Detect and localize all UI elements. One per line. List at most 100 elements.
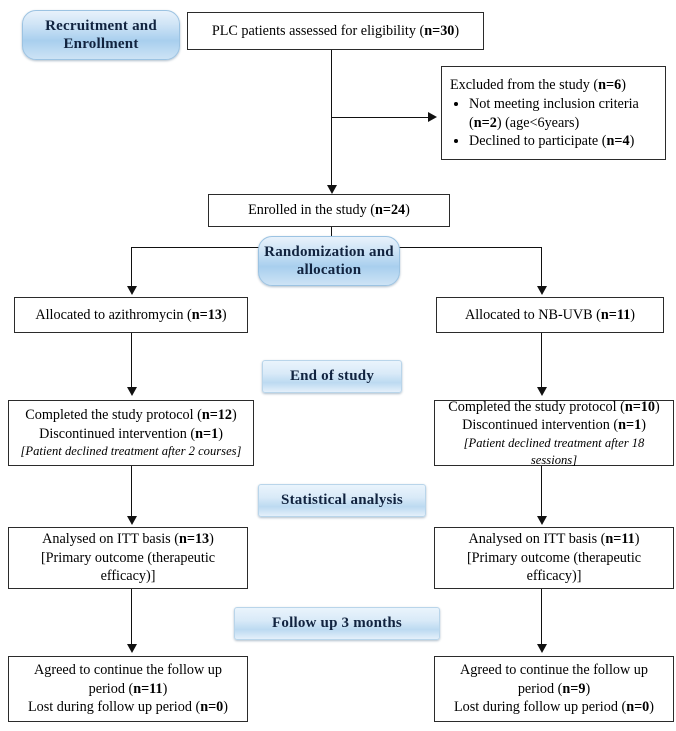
stage-randomization-allocation: Randomization and allocation [258,236,400,286]
enrolled-text-a: Enrolled in the study ( [248,202,375,219]
arrowhead-assessed-to-enrolled [327,185,337,194]
arrowhead-analysed-right-to-followup [537,644,547,653]
excluded-content: Excluded from the study (n=6) Not meetin… [450,76,657,151]
completed-right-note: [Patient declined treatment after 18 ses… [463,436,645,467]
connector-analysed-left-to-followup [131,589,132,646]
excluded-reason1-a: Not meeting inclusion criteria ( [469,96,639,131]
alloc-right-text-b: ) [630,306,636,323]
node-analysed-right: Analysed on ITT basis (n=11) [Primary ou… [434,527,674,589]
stage-follow-up-label: Follow up 3 months [272,615,402,632]
analysed-left-outcome: [Primary outcome (therapeutic efficacy)] [40,549,216,585]
node-followup-right: Agreed to continue the follow up period … [434,656,674,722]
assessed-text-a: PLC patients assessed for eligibility ( [211,22,425,39]
stage-end-of-study-label: End of study [289,368,375,385]
followup-left-lost-count: n=0 [200,699,224,716]
assessed-text-b: ) [454,22,460,39]
followup-right-line2-b: ) [649,699,654,716]
excluded-reason1-count: n=2 [473,114,497,131]
followup-left-line2: Lost during follow up period (n=0) [15,698,241,717]
connector-analysed-right-to-followup [541,589,542,646]
connector-split-right [541,247,542,290]
completed-left-discontinued-count: n=1 [195,425,219,442]
followup-right-count: n=9 [562,680,586,697]
analysed-right-outcome: [Primary outcome (therapeutic efficacy)] [466,549,642,585]
excluded-heading-b: ) [621,76,626,93]
stage-recruitment-label: Recruitment and Enrollment [45,17,157,52]
stage-recruitment-enrollment: Recruitment and Enrollment [22,10,180,60]
analysed-left-count: n=13 [178,530,210,547]
followup-right-line2: Lost during follow up period (n=0) [441,698,667,717]
alloc-left-count: n=13 [191,306,222,323]
stage-statistical-analysis-label: Statistical analysis [281,492,403,509]
assessed-count: n=30 [424,22,455,39]
alloc-left-text-a: Allocated to azithromycin ( [35,306,192,323]
connector-assessed-to-enrolled [331,50,332,187]
connector-split-left [131,247,132,290]
node-excluded: Excluded from the study (n=6) Not meetin… [441,66,666,160]
analysed-left-line1-b: ) [209,530,214,547]
connector-alloc-right-to-completed [541,333,542,389]
followup-right-line1-b: ) [585,680,591,697]
stage-follow-up: Follow up 3 months [234,607,440,640]
excluded-heading: Excluded from the study (n=6) [450,76,657,94]
analysed-right-line1-b: ) [634,530,640,547]
excluded-reason-item: Not meeting inclusion criteria (n=2) (ag… [469,95,657,132]
node-allocated-nbuvb: Allocated to NB-UVB (n=11) [436,297,664,333]
completed-right-line2-a: Discontinued intervention ( [462,417,619,434]
node-enrolled: Enrolled in the study (n=24) [208,194,450,227]
completed-right-line1-a: Completed the study protocol ( [448,398,625,415]
arrowhead-split-right [537,286,547,295]
completed-left-line1-b: ) [231,406,237,423]
completed-left-line2-b: ) [218,425,223,442]
followup-left-line2-a: Lost during follow up period ( [27,699,201,716]
node-assessed-for-eligibility: PLC patients assessed for eligibility (n… [187,12,484,50]
alloc-right-text: Allocated to NB-UVB (n=11) [443,306,657,325]
completed-right-line2-b: ) [641,417,646,434]
analysed-right-line1-a: Analysed on ITT basis ( [468,530,606,547]
enrolled-count: n=24 [374,202,406,219]
arrowhead-alloc-left-to-completed [127,387,137,396]
arrowhead-completed-right-to-analysed [537,516,547,525]
completed-left-line1: Completed the study protocol (n=12) [15,406,247,425]
excluded-reason2-b: ) [629,132,635,149]
excluded-reason2-a: Declined to participate ( [469,132,607,149]
followup-right-line1: Agreed to continue the follow up period … [441,661,667,698]
followup-right-line1-a: Agreed to continue the follow up period … [460,661,648,697]
assessed-text: PLC patients assessed for eligibility (n… [194,22,477,41]
followup-left-line1: Agreed to continue the follow up period … [15,661,241,698]
completed-right-line1: Completed the study protocol (n=10) [441,398,667,417]
alloc-right-count: n=11 [600,306,631,323]
analysed-right-line1: Analysed on ITT basis (n=11) [441,530,667,549]
completed-right-line1-b: ) [654,398,660,415]
excluded-reason1-b: ) (age<6years) [496,114,580,131]
completed-right-count: n=10 [624,398,655,415]
followup-left-line2-b: ) [223,699,228,716]
node-completed-left: Completed the study protocol (n=12) Disc… [8,400,254,466]
completed-left-line1-a: Completed the study protocol ( [25,406,202,423]
followup-right-line2-a: Lost during follow up period ( [453,699,627,716]
followup-right-lost-count: n=0 [626,699,650,716]
node-allocated-azithromycin: Allocated to azithromycin (n=13) [14,297,248,333]
connector-to-excluded [332,117,428,118]
arrowhead-analysed-left-to-followup [127,644,137,653]
alloc-left-text-b: ) [221,306,227,323]
enrolled-text: Enrolled in the study (n=24) [215,201,443,220]
connector-completed-left-to-analysed [131,466,132,518]
analysed-right-count: n=11 [605,530,635,547]
alloc-left-text: Allocated to azithromycin (n=13) [21,306,241,325]
analysed-left-line1-a: Analysed on ITT basis ( [42,530,179,547]
stage-end-of-study: End of study [262,360,402,393]
excluded-heading-a: Excluded from the study ( [450,76,599,93]
arrowhead-to-excluded [428,112,437,122]
arrowhead-alloc-right-to-completed [537,387,547,396]
connector-alloc-left-to-completed [131,333,132,389]
connector-completed-right-to-analysed [541,466,542,518]
excluded-reason2-count: n=4 [606,132,630,149]
alloc-right-text-a: Allocated to NB-UVB ( [464,306,601,323]
node-analysed-left: Analysed on ITT basis (n=13) [Primary ou… [8,527,248,589]
excluded-count: n=6 [598,76,622,93]
completed-right-line2: Discontinued intervention (n=1) [441,416,667,435]
node-followup-left: Agreed to continue the follow up period … [8,656,248,722]
excluded-reason-list: Not meeting inclusion criteria (n=2) (ag… [450,95,657,150]
analysed-left-line1: Analysed on ITT basis (n=13) [15,530,241,549]
